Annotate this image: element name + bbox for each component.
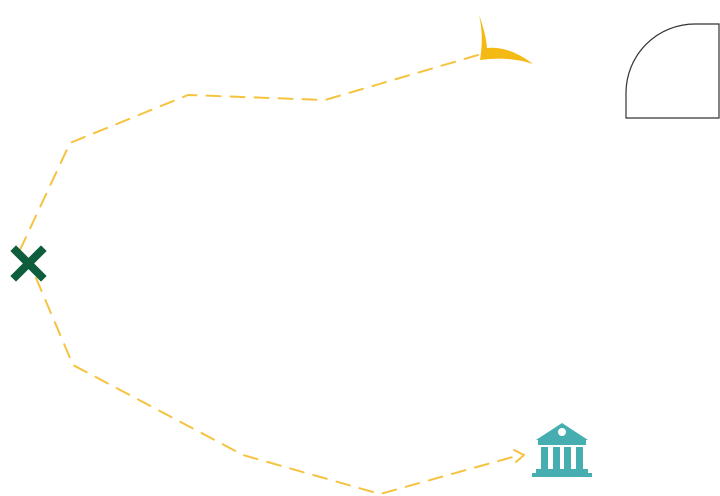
route-path-upper <box>19 54 479 251</box>
paper-plane-icon <box>479 15 533 64</box>
route-arrowhead <box>513 449 525 463</box>
quarter-circle-shape <box>625 23 720 119</box>
route-path-lower <box>35 277 521 496</box>
x-mark-icon <box>10 245 47 282</box>
bank-emblem <box>558 428 566 436</box>
